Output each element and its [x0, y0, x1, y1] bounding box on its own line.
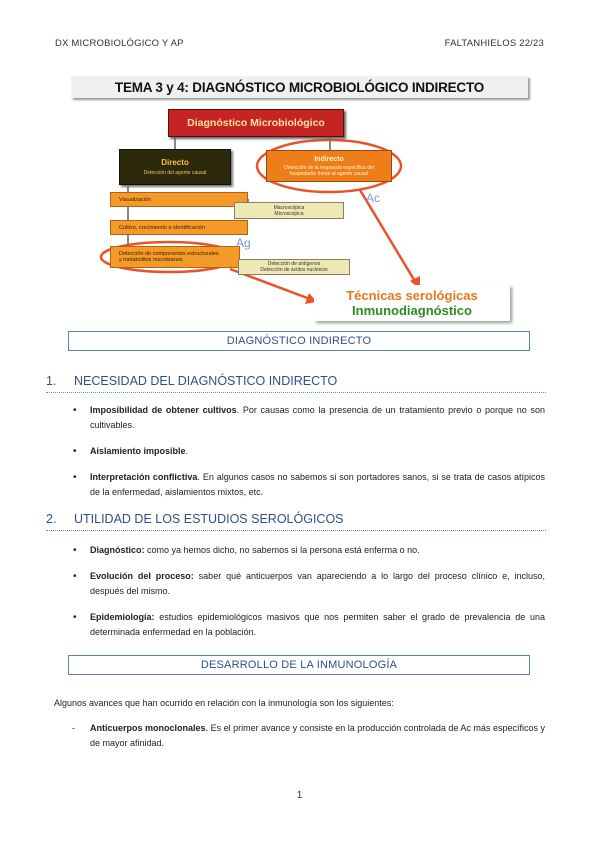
- node-componentes-l2: y metabolitos microbianos: [119, 257, 183, 263]
- node-indirecto-sub2: hospedador frente al agente causal: [289, 170, 369, 177]
- highlight-indirecto: [255, 138, 403, 194]
- title-box: TEMA 3 y 4: DIAGNÓSTICO MICROBIOLÓGICO I…: [71, 76, 528, 98]
- list-item: Aislamiento imposible.: [73, 444, 545, 459]
- list-item-bold: Imposibilidad de obtener cultivos: [90, 405, 237, 415]
- diagnosis-diagram: Diagnóstico Microbiológico Directo Detec…: [98, 105, 518, 321]
- list-item-text: saber qué anticuerpos van apareciendo a …: [90, 571, 545, 596]
- node-directo: Directo Detección del agente causal: [119, 149, 231, 185]
- node-indirecto-sub1: Detección de la respuesta específica del: [284, 164, 374, 171]
- node-tecnicas: Técnicas serológicas Inmunodiagnóstico: [314, 285, 510, 321]
- list-item-bold: Evolución del proceso:: [90, 571, 194, 581]
- node-root: Diagnóstico Microbiológico: [168, 109, 344, 137]
- node-directo-title: Directo: [161, 158, 189, 167]
- list-item-bold: Epidemiología:: [90, 612, 155, 622]
- list-item-text: estudios epidemiológicos masivos que nos…: [90, 612, 545, 637]
- header-right: FALTANHIELOS 22/23: [444, 38, 544, 49]
- intro-paragraph: Algunos avances que han ocurrido en rela…: [54, 698, 394, 708]
- page-title: TEMA 3 y 4: DIAGNÓSTICO MICROBIOLÓGICO I…: [114, 79, 485, 95]
- list-item-text: . En algunos casos no sabemos si son por…: [90, 472, 545, 497]
- node-visualizacion: Visualización: [110, 192, 248, 207]
- node-deteccion: Detección de antígenos Detección de ácid…: [238, 259, 350, 275]
- label-ac: Ac: [366, 191, 381, 205]
- list-item-bold: Diagnóstico:: [90, 545, 145, 555]
- node-macro-l1: Macroscópica: [273, 204, 305, 211]
- section-title-indirecto: DIAGNÓSTICO INDIRECTO: [226, 335, 372, 347]
- node-cultivo: Cultivo, crecimiento e identificación: [110, 220, 248, 235]
- node-macro: Macroscópica Microscópica: [234, 202, 344, 219]
- arrow-indirecto-tecnicas: [358, 189, 418, 284]
- node-tecnicas-l2: Inmunodiagnóstico: [352, 303, 472, 318]
- list-item: Epidemiología: estudios epidemiológicos …: [73, 610, 545, 640]
- list-utilidad: Diagnóstico: como ya hemos dicho, no sab…: [73, 543, 545, 651]
- node-directo-sub: Detección del agente causal: [143, 170, 207, 176]
- node-componentes-l1: Detección de componentes estructurales: [119, 251, 219, 257]
- heading-necesidad-num: 1.: [46, 374, 57, 388]
- node-deteccion-l1: Detección de antígenos: [267, 261, 321, 267]
- node-macro-l2: Microscópica: [274, 210, 304, 217]
- node-indirecto: Indirecto Detección de la respuesta espe…: [266, 150, 392, 182]
- list-item-text: . Es el primer avance y consiste en la p…: [90, 723, 545, 748]
- list-item-bold: Aislamiento imposible: [90, 446, 186, 456]
- list-item: Evolución del proceso: saber qué anticue…: [73, 569, 545, 599]
- list-item: Anticuerpos monoclonales. Es el primer a…: [72, 721, 545, 751]
- node-tecnicas-l1: Técnicas serológicas: [346, 288, 478, 303]
- section-box-inmunologia: DESARROLLO DE LA INMUNOLOGÍA: [68, 655, 530, 675]
- list-item-text: como ya hemos dicho, no sabemos si la pe…: [144, 545, 420, 555]
- heading-utilidad: 2. UTILIDAD DE LOS ESTUDIOS SEROLÓGICOS: [46, 510, 546, 531]
- heading-necesidad: 1. NECESIDAD DEL DIAGNÓSTICO INDIRECTO: [46, 372, 546, 393]
- list-avances: Anticuerpos monoclonales. Es el primer a…: [72, 721, 545, 751]
- list-necesidad: Imposibilidad de obtener cultivos. Por c…: [73, 403, 545, 511]
- list-item: Interpretación conflictiva. En algunos c…: [73, 470, 545, 500]
- label-ag: Ag: [236, 236, 251, 250]
- section-box-indirecto: DIAGNÓSTICO INDIRECTO: [68, 331, 530, 351]
- list-item: Imposibilidad de obtener cultivos. Por c…: [73, 403, 545, 433]
- heading-utilidad-num: 2.: [46, 512, 57, 526]
- list-item: Diagnóstico: como ya hemos dicho, no sab…: [73, 543, 545, 558]
- header-left: DX MICROBIOLÓGICO Y AP: [55, 38, 184, 49]
- section-title-inmunologia: DESARROLLO DE LA INMUNOLOGÍA: [200, 659, 398, 671]
- list-item-bold: Interpretación conflictiva: [90, 472, 198, 482]
- heading-utilidad-text: UTILIDAD DE LOS ESTUDIOS SEROLÓGICOS: [74, 512, 344, 526]
- heading-necesidad-text: NECESIDAD DEL DIAGNÓSTICO INDIRECTO: [74, 374, 338, 388]
- list-item-text: .: [185, 446, 189, 456]
- list-item-text: . Por causas como la presencia de un tra…: [90, 405, 545, 430]
- page-number: 1: [296, 790, 303, 801]
- list-item-bold: Anticuerpos monoclonales: [90, 723, 206, 733]
- node-indirecto-title: Indirecto: [314, 155, 344, 163]
- node-deteccion-l2: Detección de ácidos nucleicos: [260, 267, 328, 273]
- node-componentes: Detección de componentes estructurales y…: [110, 246, 240, 268]
